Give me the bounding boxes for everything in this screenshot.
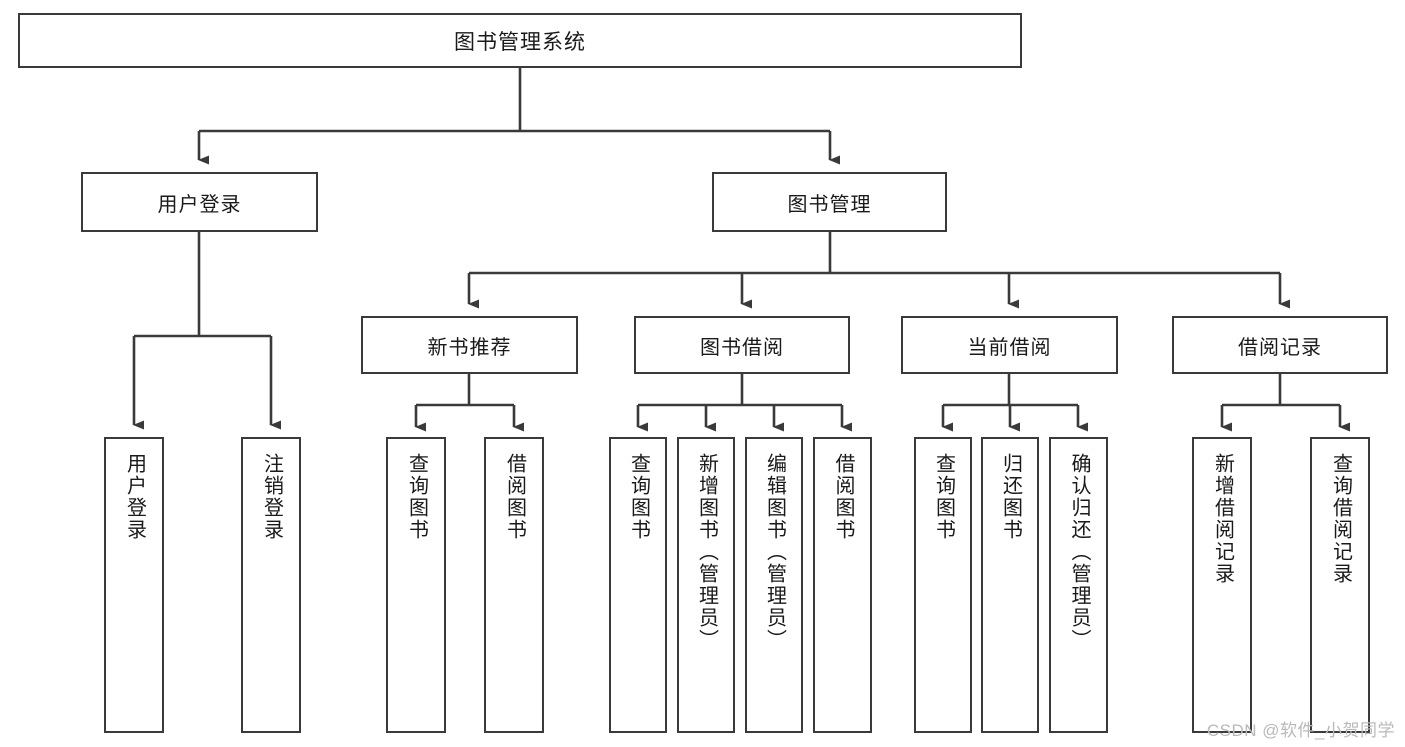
node-leaf-add-book-label: 新增图书（管理员） <box>695 453 718 651</box>
node-leaf-query-book-current[interactable]: 查询图书 <box>914 437 972 733</box>
node-current-borrow-label: 当前借阅 <box>967 336 1052 359</box>
node-leaf-return-book[interactable]: 归还图书 <box>981 437 1039 733</box>
node-leaf-user-logout-label: 注销登录 <box>260 453 283 541</box>
node-borrow-records[interactable]: 借阅记录 <box>1172 316 1388 374</box>
node-leaf-edit-book[interactable]: 编辑图书（管理员） <box>745 437 803 733</box>
node-leaf-borrow-book-recommend[interactable]: 借阅图书 <box>484 437 544 733</box>
node-leaf-edit-book-label: 编辑图书（管理员） <box>763 453 786 651</box>
node-leaf-user-login-label: 用户登录 <box>123 453 146 541</box>
node-leaf-add-borrow-record[interactable]: 新增借阅记录 <box>1192 437 1252 733</box>
node-book-borrow[interactable]: 图书借阅 <box>634 316 850 374</box>
node-leaf-add-borrow-record-label: 新增借阅记录 <box>1211 453 1234 585</box>
node-current-borrow[interactable]: 当前借阅 <box>901 316 1118 374</box>
node-leaf-query-borrow-record-label: 查询借阅记录 <box>1329 453 1352 585</box>
node-leaf-borrow-book-label: 借阅图书 <box>832 453 854 541</box>
node-leaf-query-book-borrow[interactable]: 查询图书 <box>609 437 667 733</box>
node-leaf-borrow-book[interactable]: 借阅图书 <box>813 437 872 733</box>
node-leaf-return-book-label: 归还图书 <box>999 453 1022 541</box>
node-root-label: 图书管理系统 <box>454 30 586 54</box>
node-leaf-query-book-recommend[interactable]: 查询图书 <box>386 437 446 733</box>
node-root[interactable]: 图书管理系统 <box>18 13 1022 68</box>
node-leaf-query-book-borrow-label: 查询图书 <box>627 453 650 541</box>
node-book-management[interactable]: 图书管理 <box>712 172 947 232</box>
node-user-login-label: 用户登录 <box>157 193 242 216</box>
node-leaf-add-book[interactable]: 新增图书（管理员） <box>677 437 735 733</box>
node-leaf-query-book-current-label: 查询图书 <box>932 453 955 541</box>
node-user-login[interactable]: 用户登录 <box>81 172 318 232</box>
node-leaf-confirm-return-label: 确认归还（管理员） <box>1068 453 1090 651</box>
node-leaf-user-logout[interactable]: 注销登录 <box>241 437 301 733</box>
watermark-text: CSDN @软件_小贺同学 <box>1206 721 1395 740</box>
node-new-book-recommend[interactable]: 新书推荐 <box>361 316 578 374</box>
node-leaf-query-book-recommend-label: 查询图书 <box>405 453 428 541</box>
node-leaf-query-borrow-record[interactable]: 查询借阅记录 <box>1310 437 1370 733</box>
node-leaf-confirm-return[interactable]: 确认归还（管理员） <box>1049 437 1108 733</box>
node-book-management-label: 图书管理 <box>787 193 872 216</box>
node-leaf-user-login[interactable]: 用户登录 <box>104 437 164 733</box>
node-leaf-borrow-book-recommend-label: 借阅图书 <box>503 453 526 541</box>
node-book-borrow-label: 图书借阅 <box>700 336 784 359</box>
node-new-book-recommend-label: 新书推荐 <box>427 336 512 359</box>
node-borrow-records-label: 借阅记录 <box>1238 336 1322 359</box>
